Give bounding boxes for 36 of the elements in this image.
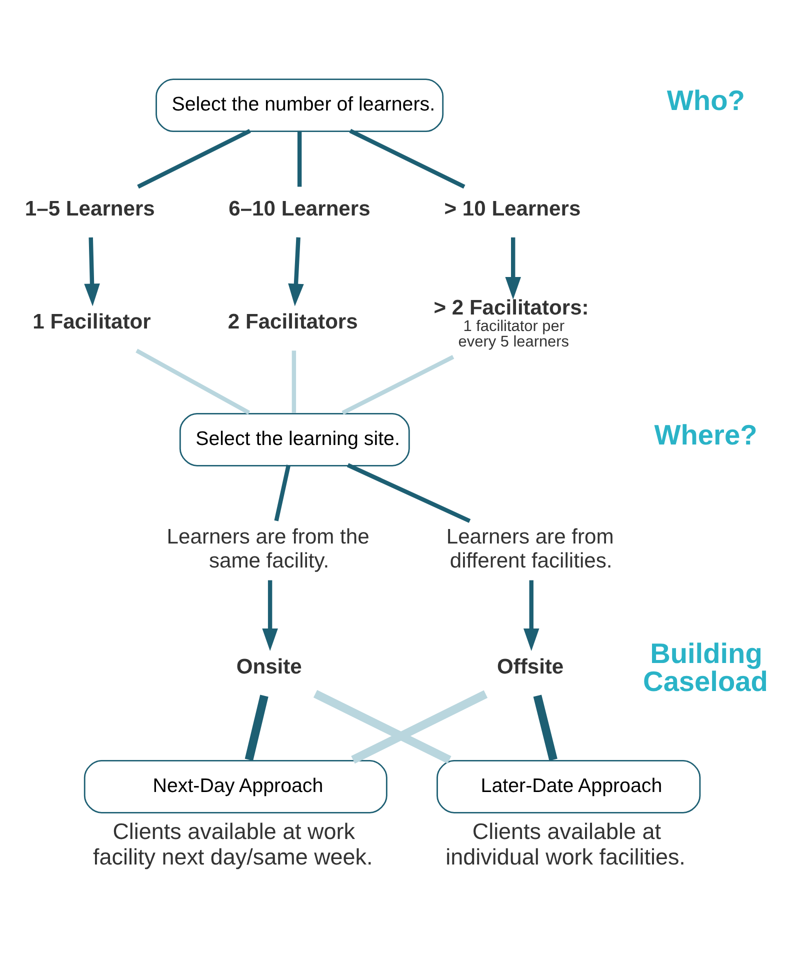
node-text: > 10 Learners: [444, 197, 581, 220]
connector: [292, 350, 296, 412]
connector: [297, 130, 302, 186]
label: Who?: [666, 84, 745, 116]
arrow: [505, 236, 521, 300]
connector: [351, 690, 488, 764]
node-box: Later-Date Approach: [436, 759, 701, 813]
connector: [346, 462, 471, 522]
node-text: Onsite: [236, 655, 302, 678]
connector: [274, 464, 291, 521]
node-text: 1–5 Learners: [24, 197, 155, 220]
node-text: Learners are from different facilities.: [446, 525, 614, 572]
node-text: Learners are from the same facility.: [166, 525, 370, 572]
connector: [137, 128, 251, 188]
node-label: Clients available at work facility next day/same week.: [93, 818, 373, 869]
connector: [136, 348, 250, 414]
label: Building Caseload: [643, 638, 768, 697]
arrow: [84, 236, 100, 306]
connector: [313, 689, 452, 764]
connector: [533, 694, 558, 760]
arrow: [262, 580, 278, 650]
node-text: 2 Facilitators: [228, 310, 358, 334]
node-text: 1 Facilitator: [32, 310, 151, 334]
label: Where?: [654, 419, 758, 450]
node-box: Select the number of learners.: [156, 78, 444, 132]
node-text: > 2 Facilitators: 1 facilitator per every 5 learners: [434, 296, 589, 350]
node-box: Select the learning site.: [179, 412, 410, 466]
arrow: [288, 236, 304, 306]
connector: [244, 694, 268, 760]
node-box: Next-Day Approach: [84, 759, 388, 813]
node-label: Clients available at individual work facilities.: [446, 818, 686, 869]
node-text: 6–10 Learners: [228, 197, 370, 220]
connector: [342, 354, 454, 414]
arrow: [523, 580, 540, 651]
node-text: Offsite: [496, 655, 564, 678]
connector: [349, 128, 466, 188]
